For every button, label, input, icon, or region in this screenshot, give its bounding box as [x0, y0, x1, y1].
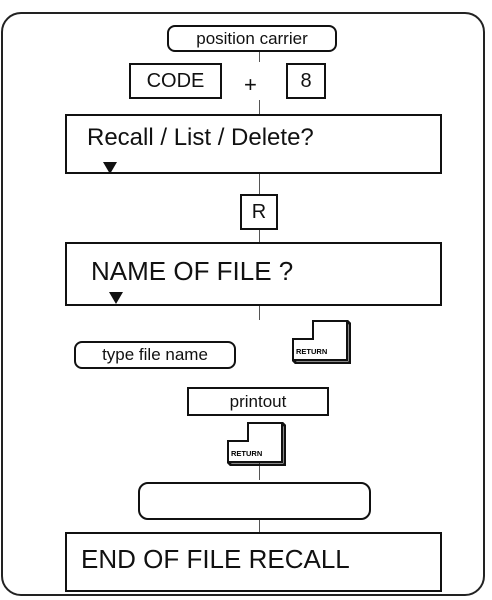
end-of-file-recall-text: END OF FILE RECALL: [81, 544, 350, 574]
type-file-name-step: type file name: [74, 341, 236, 369]
connector-line: [259, 50, 260, 62]
diagram-frame: [1, 12, 485, 596]
printout-label: printout: [229, 391, 287, 411]
connector-line: [259, 520, 260, 532]
name-of-file-text: NAME OF FILE ?: [91, 256, 294, 286]
plus-sign: +: [244, 72, 257, 97]
name-of-file-display: NAME OF FILE ?: [65, 242, 442, 306]
r-key-label: R: [251, 200, 267, 223]
cursor-triangle-icon: [103, 162, 117, 174]
r-key: R: [240, 194, 278, 230]
code-key-label: CODE: [146, 69, 205, 92]
connector-line: [259, 306, 260, 320]
cursor-triangle-icon: [109, 292, 123, 304]
eight-key: 8: [286, 63, 326, 99]
return-key-icon: RETURN: [226, 422, 286, 466]
return-key-icon: RETURN: [291, 320, 351, 364]
connector-line: [259, 100, 260, 114]
position-carrier-step: position carrier: [167, 25, 337, 52]
blank-step-box: [138, 482, 371, 520]
eight-key-label: 8: [300, 69, 312, 92]
position-carrier-label: position carrier: [196, 28, 308, 48]
connector-line: [259, 230, 260, 242]
recall-list-delete-display: Recall / List / Delete?: [65, 114, 442, 174]
end-of-file-recall-display: END OF FILE RECALL: [65, 532, 442, 592]
return-key-label: RETURN: [296, 347, 327, 356]
code-key: CODE: [129, 63, 222, 99]
return-key-label: RETURN: [231, 449, 262, 458]
printout-step: printout: [187, 387, 329, 416]
recall-list-delete-text: Recall / List / Delete?: [87, 124, 314, 151]
type-file-name-label: type file name: [102, 345, 208, 364]
connector-line: [259, 174, 260, 194]
